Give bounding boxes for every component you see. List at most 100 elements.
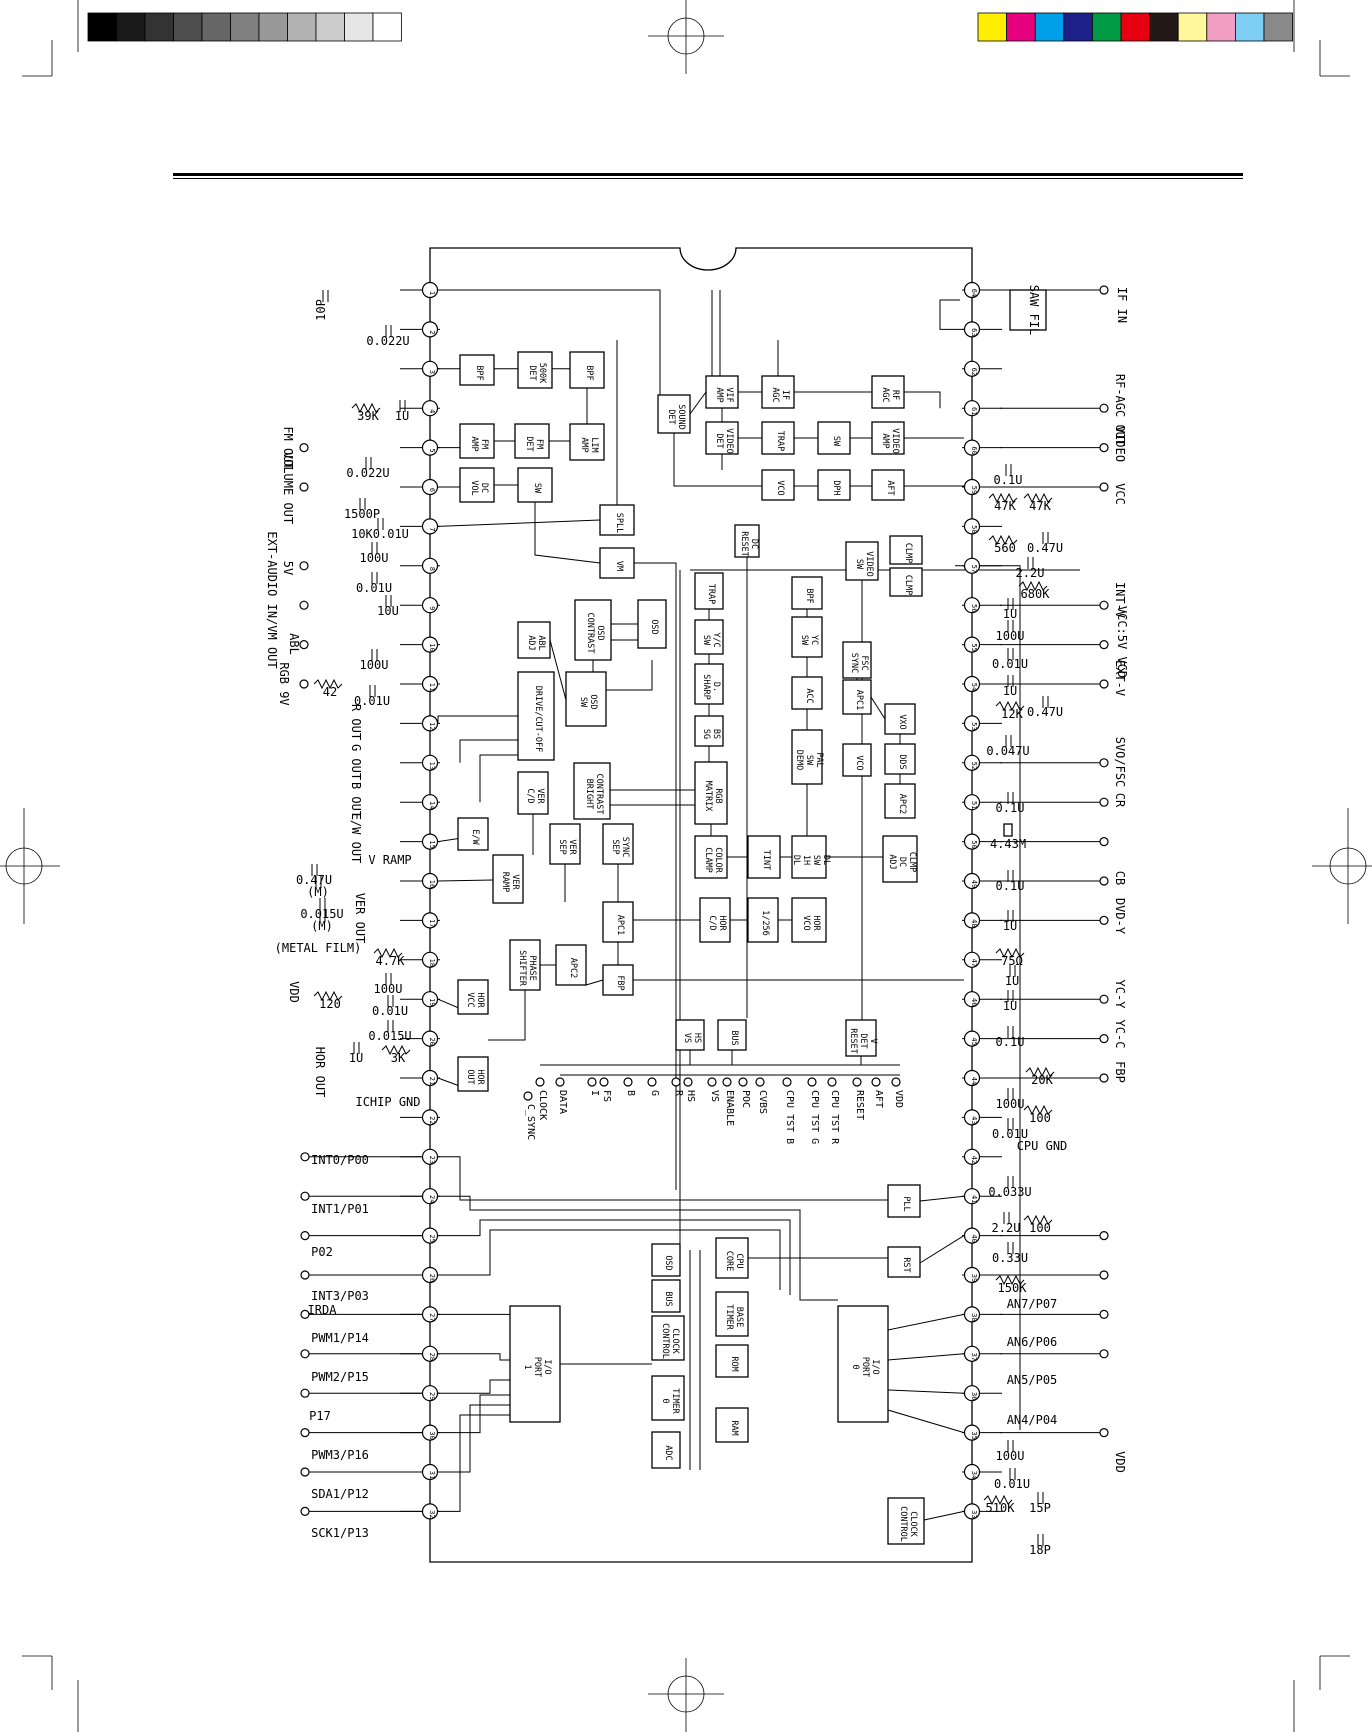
pin-marker xyxy=(963,794,981,811)
block-label: PLL xyxy=(901,1196,911,1211)
pin-number: 51 xyxy=(970,801,978,809)
lbl-ext-audio: EXT-AUDIO IN/VM OUT xyxy=(265,531,279,668)
block-label: SHARP xyxy=(701,674,711,700)
pin-marker xyxy=(421,715,439,732)
lbl-ew-out: E/W OUT xyxy=(349,813,363,864)
block-bpf-c: BPF xyxy=(791,576,823,610)
bus-signal-b: B xyxy=(625,1090,636,1096)
bus-signal-cvbs: CVBS xyxy=(757,1090,768,1114)
block-label: TRAP xyxy=(775,431,785,451)
bus-terminal xyxy=(647,1077,657,1087)
block-label: DET xyxy=(858,1033,868,1048)
registration-mark-left xyxy=(0,808,60,924)
lbl-fm-out: FM OUT xyxy=(281,426,295,469)
pin-number: 48 xyxy=(970,919,978,927)
pin-marker xyxy=(963,754,981,771)
component-value: 0.01U xyxy=(994,1477,1030,1491)
color-swatch xyxy=(1006,12,1036,42)
pin-marker xyxy=(421,1345,439,1362)
block-label: IF xyxy=(780,390,790,400)
pin-number: 43 xyxy=(970,1116,978,1124)
component-c-100u-pin11: 100U xyxy=(360,649,389,672)
block-label: DET xyxy=(524,436,534,451)
component-c-001u-pin55: 0.01U xyxy=(992,648,1028,671)
block-trap-b: TRAP xyxy=(694,572,724,610)
component-value: 39K xyxy=(357,409,379,423)
terminal xyxy=(299,561,309,571)
bus-signal-hs: HS xyxy=(685,1090,696,1102)
component-r-75: 75Ω xyxy=(995,947,1025,968)
block-bpf-a: BPF xyxy=(459,354,495,386)
component-c-1u-pin56: 1U xyxy=(1003,598,1017,621)
bus-signal-cpu-tst-b: CPU TST B xyxy=(784,1090,795,1144)
block-dds: DDS xyxy=(884,743,916,775)
pin-marker xyxy=(421,1266,439,1284)
pin-number: 14 xyxy=(428,801,436,809)
pin-number: 33 xyxy=(970,1510,978,1518)
lbl-volume-out: VOLUME OUT xyxy=(281,452,295,524)
pin-number: 28 xyxy=(428,1353,436,1361)
block-apc1-b: APC1 xyxy=(602,901,634,943)
block-label: ABL xyxy=(536,635,546,650)
block-label: CPU xyxy=(734,1253,744,1268)
block-label: AFT xyxy=(885,480,895,495)
block-label: YC xyxy=(809,635,819,645)
block-label: VIDEO xyxy=(724,428,734,454)
block-label: CONTRAST xyxy=(585,613,595,654)
pin-number: 62 xyxy=(970,368,978,376)
header-rule xyxy=(173,173,1243,179)
pin-marker xyxy=(421,675,439,693)
bus-signal-vs: VS xyxy=(709,1090,720,1102)
lbl-yc-y: YC-Y xyxy=(1113,980,1127,1010)
component-value: 0.015U xyxy=(368,1029,411,1043)
terminal xyxy=(300,1152,310,1162)
block-label: RAM xyxy=(729,1420,739,1435)
block-label: VXO xyxy=(897,714,907,729)
pin-marker xyxy=(963,1345,981,1362)
block-label: DC xyxy=(749,539,759,549)
lbl-g-out: G OUT xyxy=(349,744,363,780)
bus-signal-cpu-tst-g: CPU TST G xyxy=(809,1090,820,1144)
component-value: 18P xyxy=(1029,1543,1051,1557)
component-r-510k: 510K xyxy=(983,1494,1015,1515)
block-label: CLOCK xyxy=(670,1328,680,1354)
block-label: APC1 xyxy=(615,915,625,935)
lbl-metal-film: (METAL FILM) xyxy=(275,941,362,955)
pin-number: 11 xyxy=(428,683,436,691)
block-label: MATRIX xyxy=(703,781,713,813)
component-value: 100U xyxy=(360,658,389,672)
block-label: 500K xyxy=(537,363,547,384)
block-label: DL xyxy=(821,855,831,865)
bus-terminal xyxy=(599,1077,609,1087)
block-label: AMP xyxy=(469,436,479,451)
block-label: BPF xyxy=(584,365,594,380)
terminal xyxy=(299,639,309,650)
lbl-video: VIDEO xyxy=(1113,426,1127,462)
pin-number: 25 xyxy=(428,1234,436,1242)
component-c-001u-pin43: 0.01U xyxy=(992,1118,1028,1141)
block-label: SG xyxy=(701,729,711,739)
pin-marker xyxy=(421,1306,439,1323)
block-label: LIM xyxy=(589,437,599,452)
pin-number: 54 xyxy=(970,683,978,691)
pin-marker xyxy=(421,518,439,535)
lbl-b-out: B OUT xyxy=(349,782,363,818)
pin-number: 39 xyxy=(970,1274,978,1282)
component-value: 0.022U xyxy=(346,466,389,480)
block-clmp: CLMP xyxy=(889,535,923,565)
component-value: 10P xyxy=(314,299,328,321)
pin-marker xyxy=(421,1503,439,1520)
component-value: 0.033U xyxy=(988,1185,1031,1199)
component-r-47k-b: 47K xyxy=(1023,492,1053,513)
pin-number: 18 xyxy=(428,959,436,967)
pin-marker xyxy=(963,951,981,968)
